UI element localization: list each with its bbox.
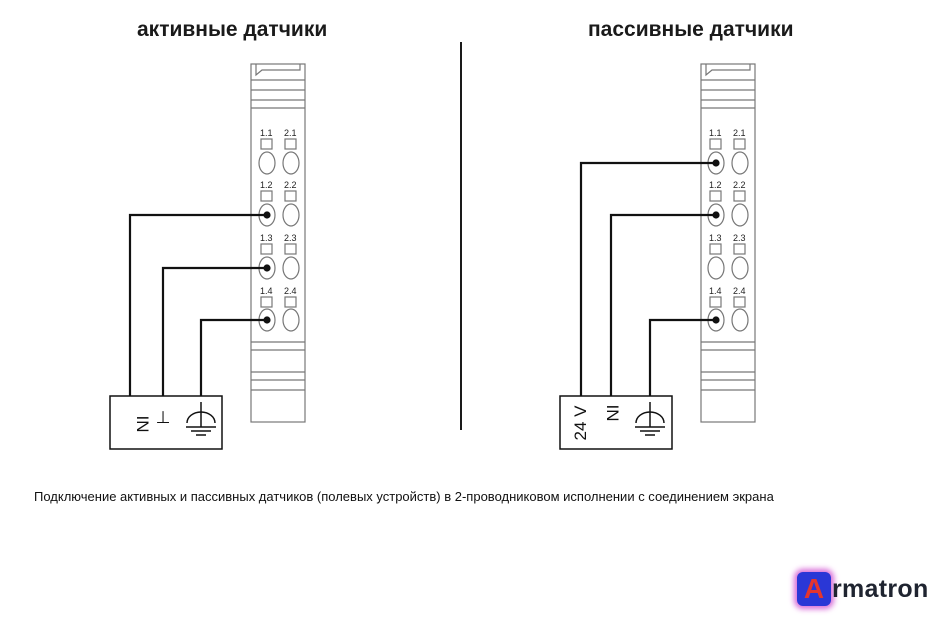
terminal-label: 2.1 [733,128,746,138]
connection-dot [712,159,720,167]
wire-in [128,213,267,396]
center-divider [460,42,462,430]
wire-shield [199,318,267,396]
terminal-labels-left: 1.1 2.1 1.2 2.2 1.3 2.3 1.4 2.4 [260,128,297,296]
terminal-label: 2.4 [733,286,746,296]
terminal-row-3 [707,243,749,280]
diagram-caption: Подключение активных и пассивных датчико… [34,489,774,504]
wires-active [128,213,267,396]
wire-shield [648,318,716,396]
terminal-label: 2.3 [284,233,297,243]
terminal-module-passive [700,63,756,423]
terminal-label: 1.3 [260,233,273,243]
connection-dot [263,316,271,324]
terminal-row-4 [258,296,300,332]
terminal-label: 1.3 [709,233,722,243]
terminal-label: 1.2 [260,180,273,190]
wire-in [609,213,716,396]
label-ground-ref: ⊥ [156,408,171,427]
terminal-label: 1.2 [709,180,722,190]
wiring-diagram: 1.1 2.1 1.2 2.2 1.3 2.3 1.4 2.4 IN ⊥ [109,63,756,450]
passive-sensor-device: 24 V IN [559,395,673,450]
title-passive-sensors: пассивные датчики [588,18,794,41]
terminal-label: 2.1 [284,128,297,138]
connection-dot [263,264,271,272]
terminal-module-active [250,63,306,423]
terminal-label: 2.3 [733,233,746,243]
terminal-label: 1.4 [709,286,722,296]
label-in: IN [603,405,622,422]
terminal-row-1 [258,138,300,175]
title-active-sensors: активные датчики [137,18,328,41]
logo-wordmark: rmatron [832,574,929,603]
terminal-label: 2.2 [284,180,297,190]
connection-dot [263,211,271,219]
ground-icon [186,402,216,436]
connection-dot [712,211,720,219]
terminal-row-4 [707,296,749,332]
logo-letter: A [803,573,825,604]
armatron-logo: A rmatron [797,571,929,607]
terminal-label: 2.2 [733,180,746,190]
terminal-label: 1.1 [709,128,722,138]
label-24v: 24 V [571,405,590,441]
wire-ground-ref [161,266,267,396]
ground-icon [635,402,665,436]
terminal-label: 2.4 [284,286,297,296]
terminal-label: 1.1 [260,128,273,138]
connection-dot [712,316,720,324]
wires-passive [579,161,716,396]
label-in: IN [133,416,152,433]
logo-mark-icon: A [797,572,831,606]
terminal-row-2 [258,190,300,227]
terminal-label: 1.4 [260,286,273,296]
active-sensor-device: IN ⊥ [109,395,223,450]
wire-supply [579,161,716,396]
terminal-labels-right: 1.1 2.1 1.2 2.2 1.3 2.3 1.4 2.4 [709,128,746,296]
